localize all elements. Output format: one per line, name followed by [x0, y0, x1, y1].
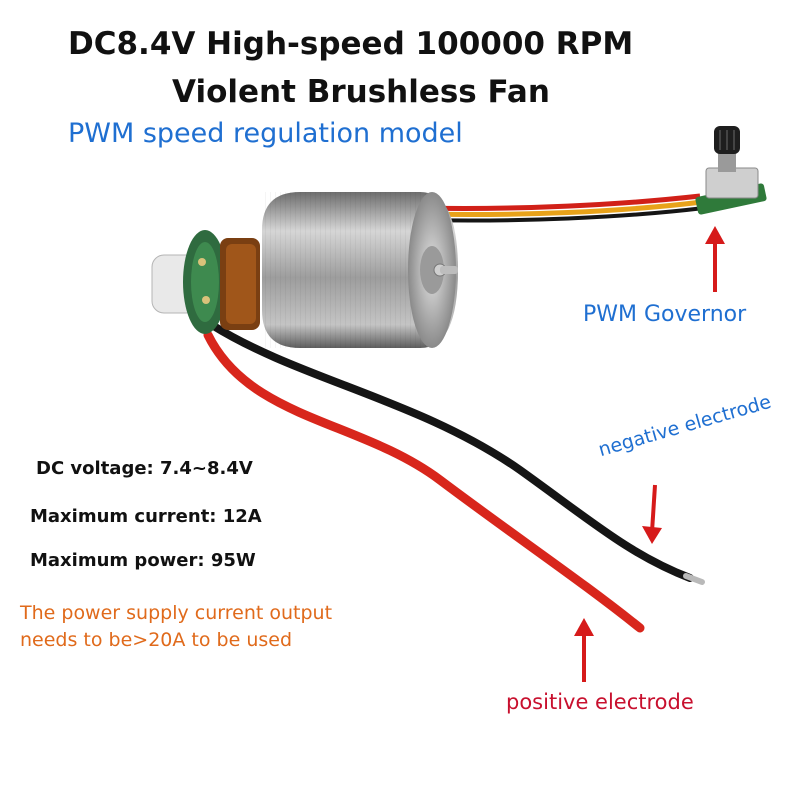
spec-dc-voltage: DC voltage: 7.4~8.4V	[36, 458, 253, 479]
red-wire	[203, 330, 645, 633]
pwm-governor-label: PWM Governor	[583, 302, 747, 327]
note-line-1: The power supply current output	[20, 602, 333, 624]
subtitle: PWM speed regulation model	[68, 118, 463, 149]
governor-wires	[419, 193, 705, 223]
arrow-positive	[574, 618, 594, 682]
power-wires	[203, 321, 705, 633]
brushless-motor	[151, 192, 458, 348]
spec-max-current: Maximum current: 12A	[30, 506, 262, 527]
arrow-governor	[705, 226, 725, 292]
arrow-negative	[642, 484, 662, 544]
power-supply-note: The power supply current output needs to…	[20, 600, 332, 654]
positive-electrode-label: positive electrode	[506, 690, 694, 714]
black-wire	[208, 321, 694, 582]
title-line-2: Violent Brushless Fan	[172, 74, 550, 110]
title-line-1: DC8.4V High-speed 100000 RPM	[68, 26, 634, 62]
note-line-2: needs to be>20A to be used	[20, 629, 293, 651]
spec-max-power: Maximum power: 95W	[30, 550, 256, 571]
pwm-potentiometer	[695, 126, 767, 215]
